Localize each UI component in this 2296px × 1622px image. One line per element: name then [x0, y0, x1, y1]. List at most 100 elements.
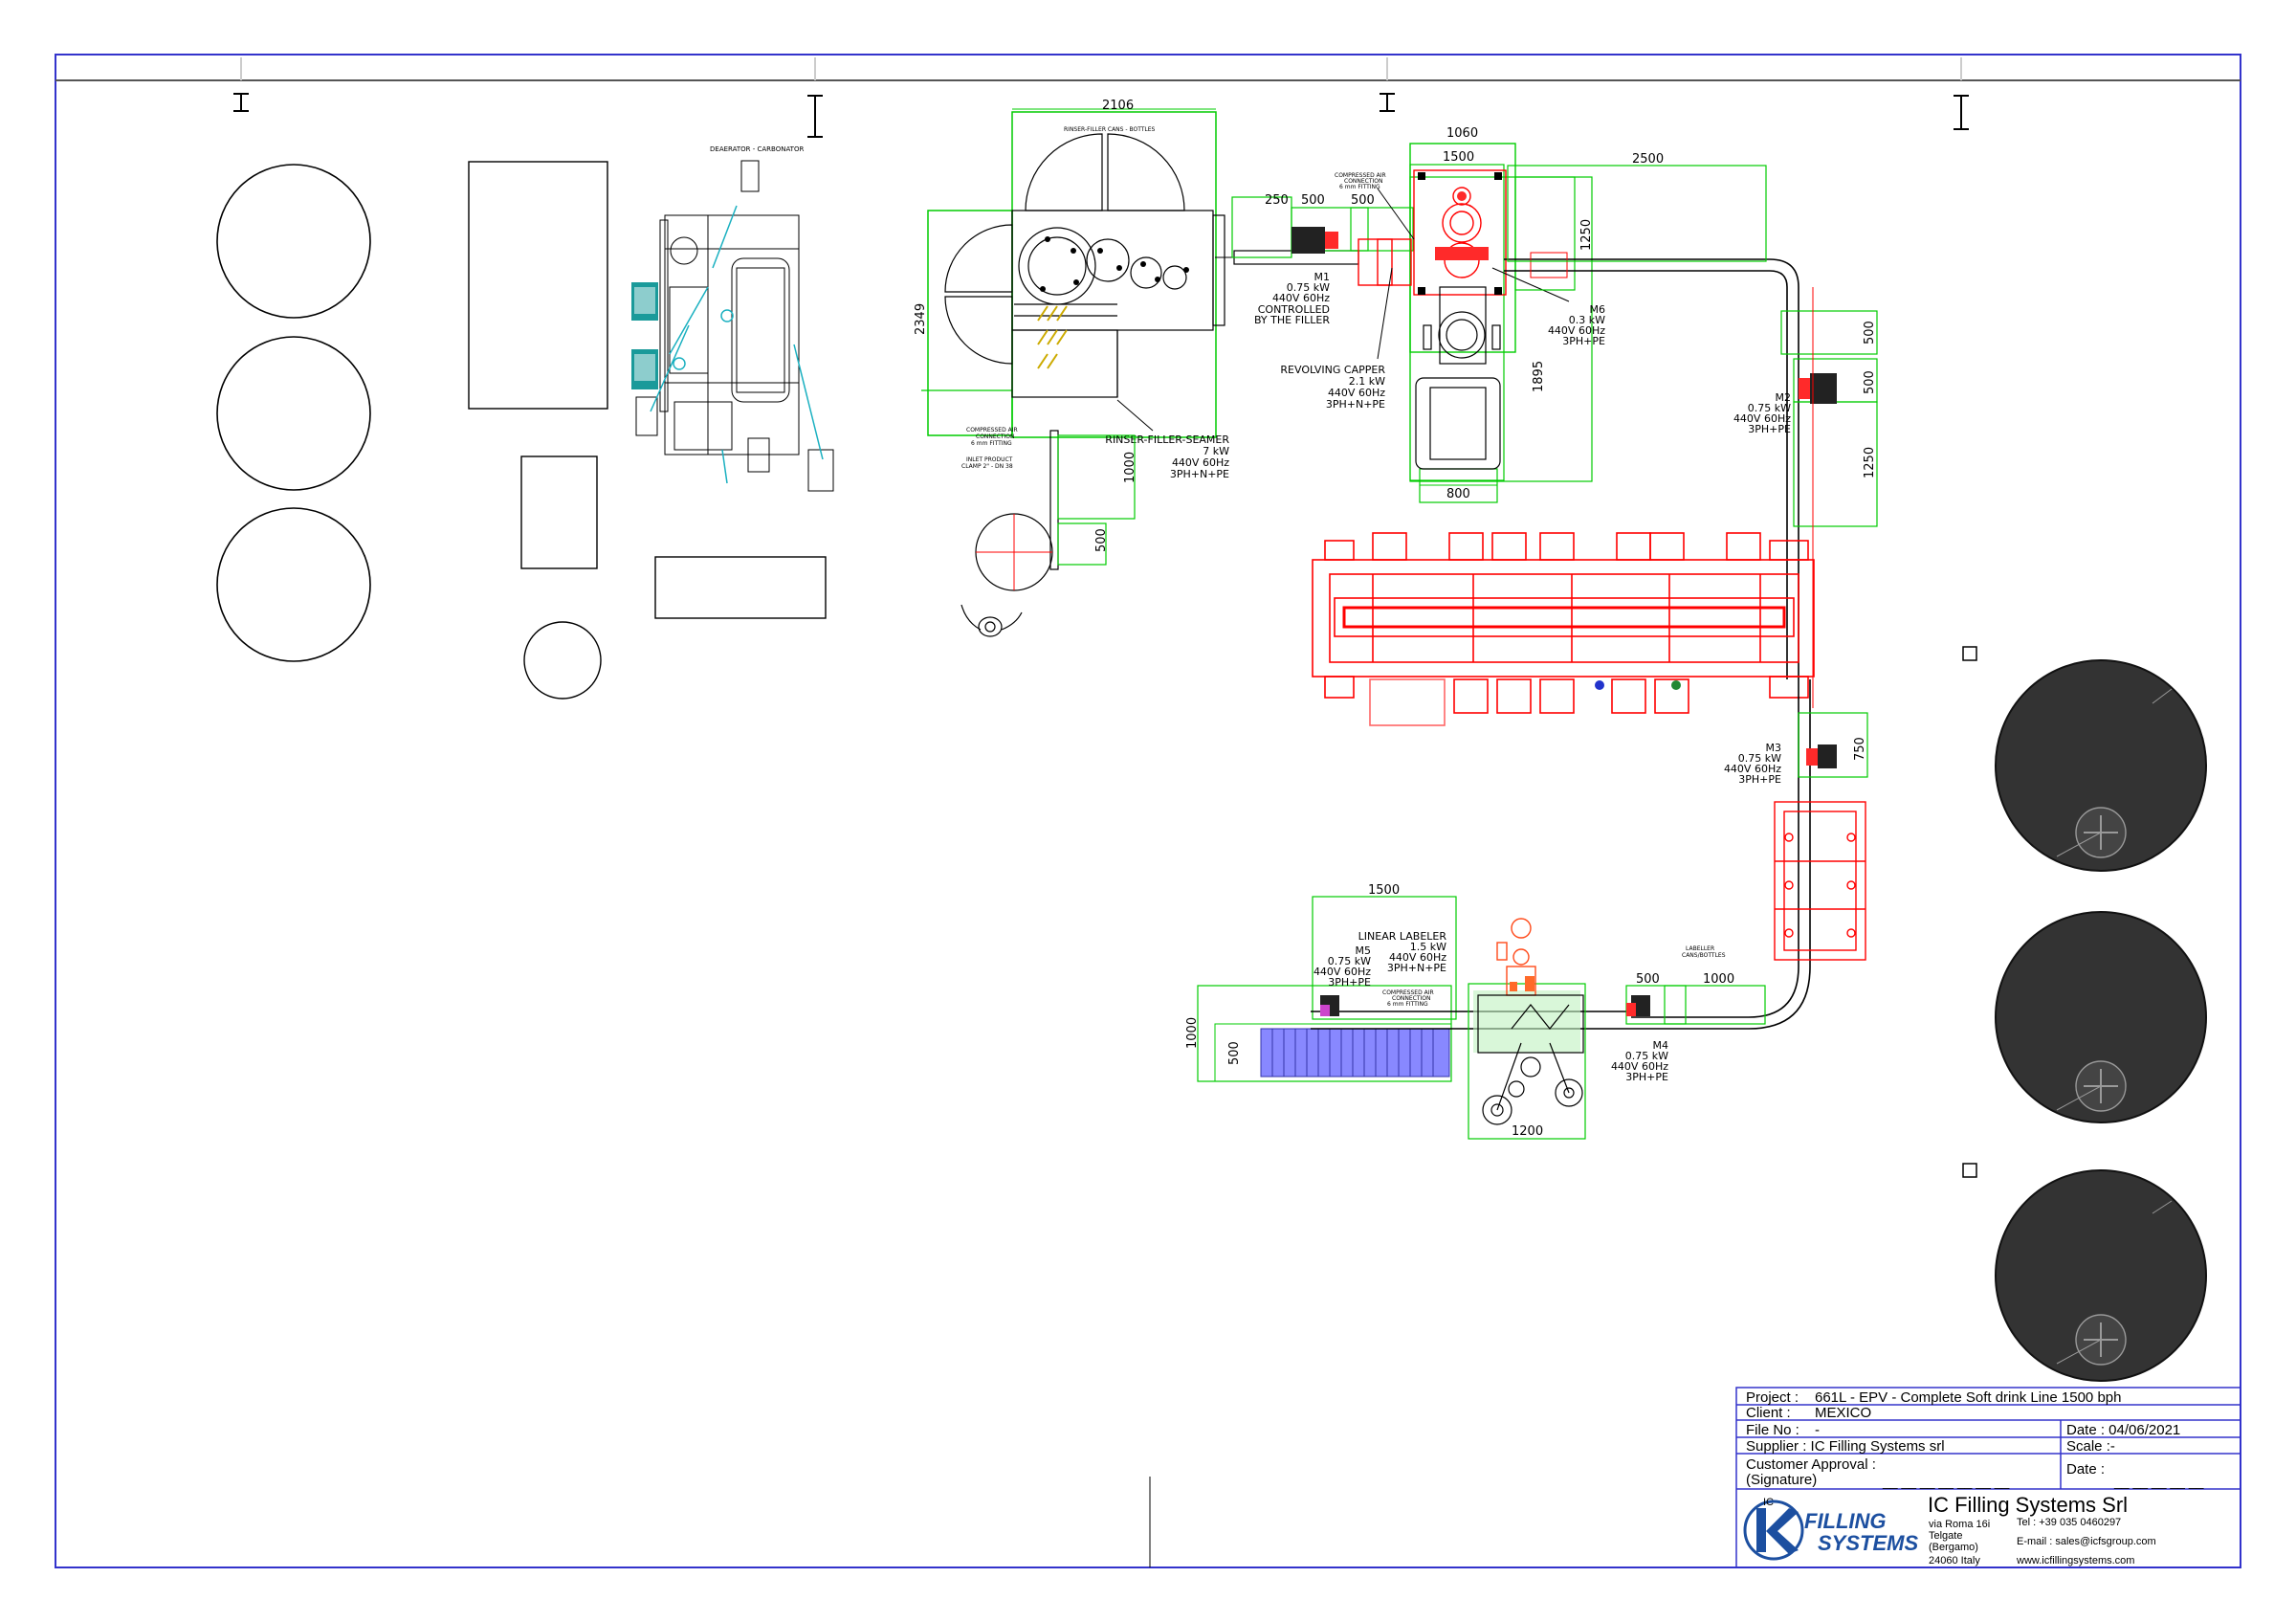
motor-m5 [1320, 995, 1339, 1016]
dim-500-a: 500 [1301, 193, 1325, 208]
dim-500-filler: 500 [1094, 528, 1109, 552]
address-line-4: 24060 Italy [1929, 1555, 1980, 1566]
svg-text:3PH+N+PE: 3PH+N+PE [1170, 468, 1229, 480]
dark-tank-1 [1995, 659, 2207, 872]
m1-label: M1 0.75 kW 440V 60Hz CONTROLLED BY THE F… [1254, 271, 1330, 326]
svg-text:440V 60Hz: 440V 60Hz [1272, 292, 1330, 304]
dim-1895: 1895 [1532, 361, 1546, 392]
dim-500-b: 500 [1351, 193, 1375, 208]
motor-m3 [1806, 744, 1837, 768]
logo-text-systems: SYSTEMS [1818, 1531, 1918, 1555]
signature-label: (Signature) [1746, 1472, 1817, 1488]
compressed-air-label-3: COMPRESSED AIR [1382, 989, 1434, 996]
accumulation-table [1260, 1028, 1450, 1078]
dark-tank-3 [1995, 1169, 2207, 1382]
svg-text:0.75 kW: 0.75 kW [1625, 1050, 1668, 1062]
clamp-label: CLAMP 2" - DN 38 [961, 463, 1013, 470]
outline-large [468, 161, 608, 410]
connection-label-1: CONNECTION [976, 433, 1015, 440]
svg-text:3PH+N+PE: 3PH+N+PE [1387, 962, 1446, 974]
motor-m4 [1626, 995, 1650, 1016]
svg-text:0.75 kW: 0.75 kW [1328, 955, 1371, 967]
dim-1000-filler: 1000 [1123, 452, 1137, 483]
client-label: Client : [1746, 1405, 1791, 1421]
dim-1500-labeller: 1500 [1368, 883, 1400, 898]
company-name: IC Filling Systems Srl [1928, 1493, 2128, 1517]
deaerator-label: DEAERATOR - CARBONATOR [710, 145, 804, 153]
inlet-product-label: INLET PRODUCT [966, 456, 1013, 463]
scale-label: Scale :- [2066, 1438, 2115, 1455]
capper-label: REVOLVING CAPPER 2.1 kW 440V 60Hz 3PH+N+… [1280, 364, 1385, 411]
svg-text:7 kW: 7 kW [1203, 445, 1229, 457]
dim-500-m2a: 500 [1863, 321, 1877, 344]
svg-text:M4: M4 [1653, 1039, 1669, 1052]
rinser-filler-seamer-label: RINSER-FILLER-SEAMER 7 kW 440V 60Hz 3PH+… [1105, 433, 1229, 480]
address-line-2: Telgate [1929, 1530, 1962, 1542]
svg-text:CONTROLLED: CONTROLLED [1258, 303, 1330, 316]
connection-label-2: CONNECTION [1344, 178, 1383, 185]
company-logo: IC FILLING SYSTEMS [1743, 1497, 1918, 1561]
conveyor-1: 250 500 500 M1 0.75 kW 440V 60Hz CONTROL… [1215, 193, 1414, 326]
dim-1060: 1060 [1446, 126, 1478, 141]
deaerator-carbonator: DEAERATOR - CARBONATOR [631, 145, 834, 492]
svg-text:440V 60Hz: 440V 60Hz [1328, 387, 1385, 399]
svg-text:M5: M5 [1356, 944, 1372, 957]
m6-label: M6 0.3 kW 440V 60Hz 3PH+PE [1548, 303, 1605, 347]
tank-circle-1 [216, 164, 371, 319]
svg-text:3PH+PE: 3PH+PE [1328, 976, 1371, 989]
dim-500-bottom: 500 [1227, 1041, 1242, 1065]
connection-label-3: CONNECTION [1392, 995, 1431, 1002]
labeller-sub-label: CANS/BOTTLES [1682, 952, 1726, 959]
storage-tanks [1962, 646, 2207, 1382]
linear-labeler-label: LINEAR LABELER 1.5 kW 440V 60Hz 3PH+N+PE [1358, 930, 1447, 974]
dark-tank-2 [1995, 911, 2207, 1123]
svg-text:0.75 kW: 0.75 kW [1738, 752, 1781, 765]
project-label: Project : [1746, 1389, 1799, 1406]
approval-date-label: Date : [2066, 1461, 2105, 1478]
tank-circle-3 [216, 507, 371, 662]
svg-text:1.5 kW: 1.5 kW [1410, 941, 1446, 953]
dim-1500-capper: 1500 [1443, 150, 1474, 165]
svg-text:440V 60Hz: 440V 60Hz [1314, 966, 1371, 978]
fitting-label-1: 6 mm FITTING [971, 440, 1012, 447]
svg-text:440V 60Hz: 440V 60Hz [1724, 763, 1781, 775]
file-value: - [1815, 1422, 1820, 1438]
company-email: E-mail : sales@icfsgroup.com [2017, 1536, 2156, 1547]
svg-text:3PH+PE: 3PH+PE [1562, 335, 1605, 347]
svg-text:BY THE FILLER: BY THE FILLER [1254, 314, 1330, 326]
fitting-label-2: 6 mm FITTING [1339, 184, 1380, 190]
date-line: __ __ __ __ __ [2113, 1474, 2204, 1489]
m3-label: M3 0.75 kW 440V 60Hz 3PH+PE [1724, 742, 1781, 786]
svg-text:440V 60Hz: 440V 60Hz [1611, 1060, 1668, 1073]
address-line-1: via Roma 16i [1929, 1519, 1990, 1530]
outline-small [520, 455, 598, 569]
dim-500-m4: 500 [1636, 972, 1660, 987]
can-depalletizer-unit [1774, 801, 1866, 961]
svg-text:440V 60Hz: 440V 60Hz [1172, 456, 1229, 469]
svg-text:M2: M2 [1776, 391, 1792, 404]
m5-label: M5 0.75 kW 440V 60Hz 3PH+PE [1314, 944, 1371, 989]
title-block: Project : 661L - EPV - Complete Soft dri… [1735, 1387, 2241, 1568]
m2-label: M2 0.75 kW 440V 60Hz 3PH+PE [1733, 391, 1791, 435]
date-label: Date : 04/06/2021 [2066, 1422, 2180, 1438]
svg-text:REVOLVING CAPPER: REVOLVING CAPPER [1280, 364, 1385, 376]
logo-text-filling: FILLING [1804, 1509, 1887, 1533]
svg-text:M6: M6 [1590, 303, 1606, 316]
dim-1250-capper: 1250 [1579, 219, 1594, 251]
rinser-top-label: RINSER-FILLER CANS - BOTTLES [1064, 126, 1156, 133]
sheet-border [55, 54, 2241, 1568]
dim-500-m2b: 500 [1863, 370, 1877, 394]
outline-wide [654, 556, 827, 619]
svg-text:IC: IC [1763, 1497, 1774, 1508]
svg-text:3PH+PE: 3PH+PE [1748, 423, 1791, 435]
svg-text:440V 60Hz: 440V 60Hz [1733, 412, 1791, 425]
compressed-air-label-2: COMPRESSED AIR [1335, 172, 1386, 179]
dim-1000-m4: 1000 [1703, 972, 1734, 987]
company-web: www.icfillingsystems.com [2016, 1555, 2134, 1566]
signature-line: __ __ __ __ __ __ __ [1882, 1474, 2010, 1489]
svg-text:RINSER-FILLER-SEAMER: RINSER-FILLER-SEAMER [1105, 433, 1229, 446]
outline-round [523, 621, 602, 700]
m4-label: M4 0.75 kW 440V 60Hz 3PH+PE [1611, 1039, 1668, 1083]
dim-2349: 2349 [914, 303, 928, 335]
